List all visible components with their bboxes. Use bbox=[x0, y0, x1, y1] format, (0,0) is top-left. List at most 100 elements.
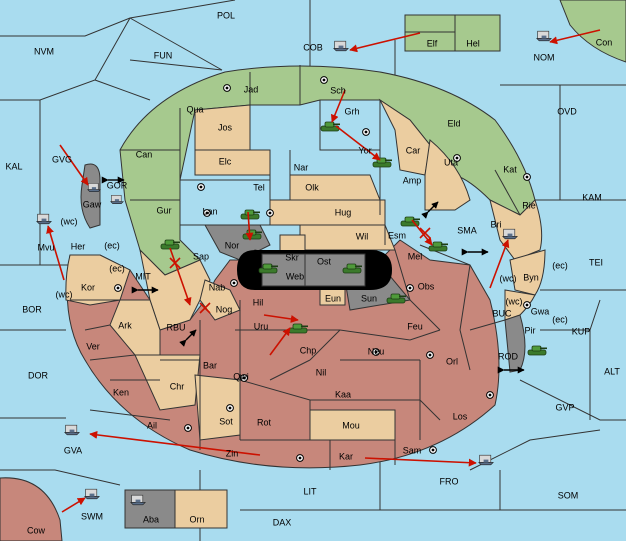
fleet-unit-bri bbox=[502, 228, 518, 240]
label-sot: Sot bbox=[219, 416, 233, 426]
label-olk: Olk bbox=[305, 182, 319, 192]
label-nab: Nab bbox=[209, 282, 226, 292]
label-uta: Uta bbox=[444, 157, 458, 167]
label-ail: Ail bbox=[147, 420, 157, 430]
label-sun: Sun bbox=[361, 293, 377, 303]
sea-label-sma: SMA bbox=[457, 225, 477, 235]
sea-label-som: SOM bbox=[558, 490, 579, 500]
supply-centers bbox=[114, 76, 531, 462]
label-yor: Yor bbox=[358, 145, 371, 155]
province-uta bbox=[424, 139, 471, 211]
label-con: Con bbox=[596, 37, 613, 47]
province-cow bbox=[0, 477, 63, 541]
label-web: Web bbox=[286, 271, 304, 281]
coast-tag-byn-wc: (wc) bbox=[500, 273, 517, 283]
province-orn bbox=[174, 489, 228, 529]
label-obs: Obs bbox=[418, 281, 435, 291]
sea-label-gvg: GVG bbox=[52, 154, 72, 164]
label-chr: Chr bbox=[170, 381, 185, 391]
label-sap: Sap bbox=[193, 251, 209, 261]
label-nog: Nog bbox=[216, 304, 233, 314]
sea-label-rod: ROD bbox=[498, 351, 519, 361]
sea-label-gva: GVA bbox=[64, 445, 82, 455]
label-her: Her bbox=[71, 241, 86, 251]
adjacency-markers bbox=[101, 176, 525, 374]
sea-label-gvp: GVP bbox=[555, 402, 574, 412]
label-jad: Jad bbox=[244, 84, 259, 94]
coast-labels: (wc) (ec) (ec) (wc) (wc) (ec) (wc) (ec) bbox=[56, 216, 568, 324]
label-qwi: Qwi bbox=[233, 371, 249, 381]
sea-label-mit: MIT bbox=[135, 271, 151, 281]
label-gur: Gur bbox=[156, 205, 171, 215]
fleet-unit-gaw-1 bbox=[87, 182, 101, 193]
label-ark: Ark bbox=[118, 320, 132, 330]
label-zin: Zin bbox=[226, 448, 239, 458]
label-nar: Nar bbox=[294, 162, 309, 172]
label-kar: Kar bbox=[339, 451, 353, 461]
sea-label-tei: TEI bbox=[589, 257, 603, 267]
label-neu: Neu bbox=[368, 346, 385, 356]
label-uru: Uru bbox=[254, 321, 269, 331]
label-feu: Feu bbox=[407, 321, 423, 331]
label-gwa: Gwa bbox=[531, 306, 550, 316]
label-eld: Eld bbox=[447, 118, 460, 128]
fleet-unit-gor bbox=[110, 194, 124, 205]
fleet-unit-mvu bbox=[36, 213, 52, 225]
label-kaa: Kaa bbox=[335, 389, 351, 399]
label-gaw: Gaw bbox=[83, 199, 102, 209]
label-mou: Mou bbox=[342, 420, 360, 430]
label-tel: Tel bbox=[253, 182, 265, 192]
label-sch: Sch bbox=[330, 85, 346, 95]
sea-label-rbu: RBU bbox=[166, 322, 185, 332]
province-olk bbox=[289, 174, 381, 201]
sea-label-gor: GOR bbox=[107, 180, 128, 190]
coast-tag-rie-ec: (ec) bbox=[552, 260, 568, 270]
fleet-unit-fro bbox=[478, 454, 494, 466]
province-her bbox=[65, 254, 131, 306]
label-grh: Grh bbox=[344, 106, 359, 116]
label-amp: Amp bbox=[403, 175, 422, 185]
label-orn: Orn bbox=[189, 514, 204, 524]
label-rot: Rot bbox=[257, 417, 272, 427]
sea-label-alt: ALT bbox=[604, 366, 620, 376]
province-wil bbox=[299, 224, 396, 251]
label-bar: Bar bbox=[203, 360, 217, 370]
label-kor: Kor bbox=[81, 282, 95, 292]
coast-tag-gwa-ec: (ec) bbox=[552, 314, 568, 324]
label-nil: Nil bbox=[316, 367, 327, 377]
label-lan: Lan bbox=[202, 206, 217, 216]
label-los: Los bbox=[453, 411, 468, 421]
label-rie: Rie bbox=[522, 200, 536, 210]
label-skr: Skr bbox=[285, 252, 299, 262]
province-labels: Jad Sch Qua Grh Jos Eld Can Yor Car Elc … bbox=[27, 37, 612, 535]
label-pir: Pir bbox=[525, 325, 536, 335]
sea-label-buc: BUC bbox=[492, 308, 512, 318]
label-ken: Ken bbox=[113, 387, 129, 397]
label-ver: Ver bbox=[86, 341, 100, 351]
label-byn: Byn bbox=[523, 272, 539, 282]
sea-label-swm: SWM bbox=[81, 511, 103, 521]
sea-labels: POL COB NVM FUN NOM OVD KAL GVG GOR KAM … bbox=[5, 10, 620, 527]
sea-label-fun: FUN bbox=[154, 50, 173, 60]
sea-label-lit: LIT bbox=[303, 486, 317, 496]
label-mel: Mel bbox=[408, 251, 423, 261]
sea-label-dax: DAX bbox=[273, 517, 292, 527]
label-can: Can bbox=[136, 149, 153, 159]
sea-label-bor: BOR bbox=[22, 304, 42, 314]
label-elc: Elc bbox=[219, 156, 232, 166]
label-jos: Jos bbox=[218, 122, 233, 132]
coast-tag-gwa-wc: (wc) bbox=[506, 296, 523, 306]
sea-label-ovd: OVD bbox=[557, 106, 577, 116]
label-orl: Orl bbox=[446, 356, 458, 366]
label-hug: Hug bbox=[335, 207, 352, 217]
fleet-unit-swm bbox=[84, 488, 100, 500]
sea-label-pol: POL bbox=[217, 10, 235, 20]
label-chp: Chp bbox=[300, 345, 317, 355]
move-orders bbox=[46, 29, 601, 513]
label-elf: Elf bbox=[427, 38, 438, 48]
label-wil: Wil bbox=[356, 231, 369, 241]
fleet-unit-gva bbox=[64, 424, 80, 436]
province-chr bbox=[134, 354, 201, 411]
